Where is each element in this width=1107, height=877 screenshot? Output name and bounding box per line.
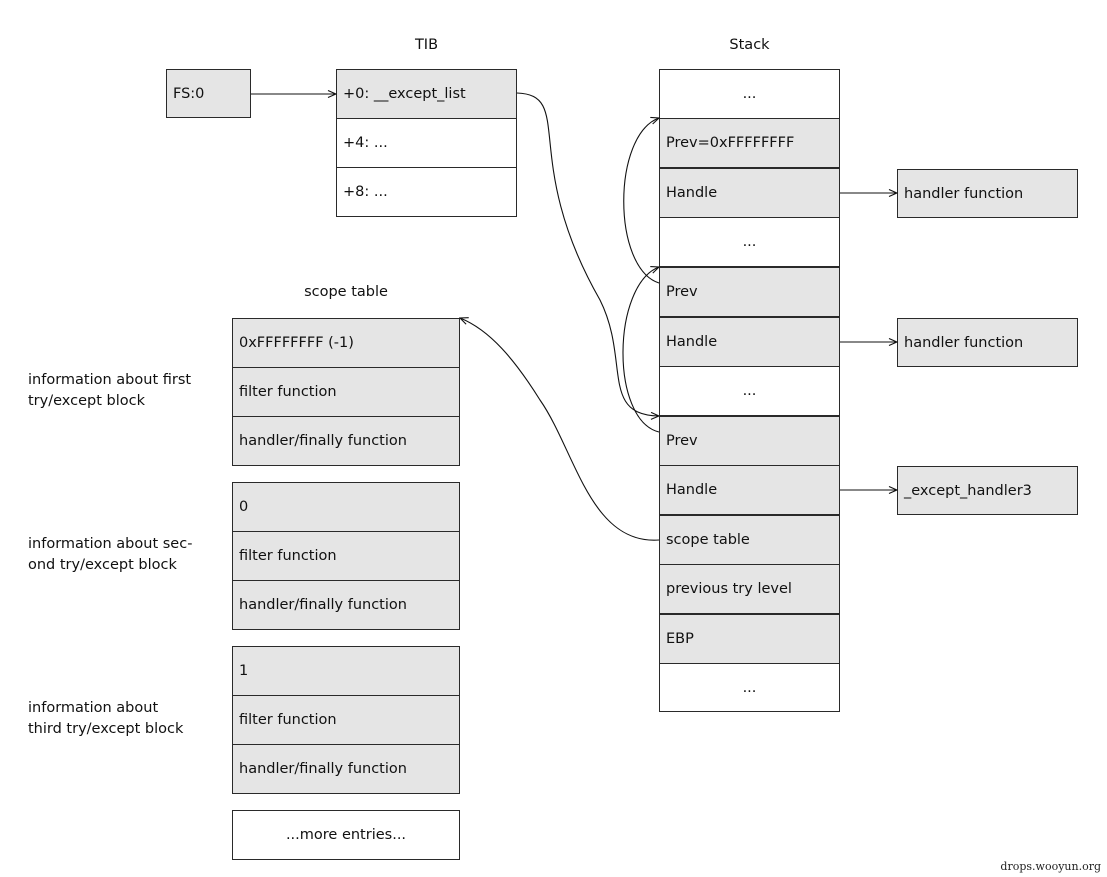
stack-row-label: scope table bbox=[666, 532, 750, 548]
stack-row-label: Prev bbox=[666, 433, 698, 449]
watermark: drops.wooyun.org bbox=[1000, 860, 1101, 873]
stack-row-label: Prev=0xFFFFFFFF bbox=[666, 135, 795, 151]
scope-row-try-level: 0xFFFFFFFF (-1) bbox=[232, 318, 460, 368]
label-line: ond try/except block bbox=[28, 557, 177, 573]
scope-row-filter: filter function bbox=[232, 695, 460, 745]
scope-row-label: 1 bbox=[239, 663, 249, 679]
scope-row-handler: handler/finally function bbox=[232, 744, 460, 794]
scope-group-label: information about third try/except block bbox=[28, 698, 183, 740]
stack-row-label: Handle bbox=[666, 482, 718, 498]
stack-row-label: previous try level bbox=[666, 581, 792, 597]
stack-row: Handle bbox=[659, 317, 840, 367]
stack-row: Prev bbox=[659, 267, 840, 317]
handler-label: handler function bbox=[904, 185, 1024, 202]
more-entries-box: ...more entries... bbox=[232, 810, 460, 860]
stack-row-label: ... bbox=[742, 86, 757, 102]
stack-row-label: Handle bbox=[666, 334, 718, 350]
tib-title: TIB bbox=[414, 37, 439, 53]
stack-title: Stack bbox=[729, 37, 770, 53]
scope-row-try-level: 0 bbox=[232, 482, 460, 532]
scope-row-filter: filter function bbox=[232, 367, 460, 417]
scope-table-title: scope table bbox=[304, 284, 388, 300]
stack-row-label: Prev bbox=[666, 284, 698, 300]
scope-row-filter: filter function bbox=[232, 531, 460, 581]
tib-row-8: +8: ... bbox=[336, 167, 517, 217]
handler-function-box: handler function bbox=[897, 169, 1078, 218]
arrow-scope-table-pointer bbox=[460, 318, 660, 541]
stack-row-label: ... bbox=[742, 234, 757, 250]
scope-group-label: information about first try/except block bbox=[28, 370, 191, 412]
arrow-except-list-to-prev bbox=[516, 92, 659, 416]
scope-row-label: handler/finally function bbox=[239, 433, 407, 449]
stack-row-label: ... bbox=[742, 679, 757, 696]
more-entries-label: ...more entries... bbox=[285, 827, 407, 843]
stack-row: Prev=0xFFFFFFFF bbox=[659, 118, 840, 168]
scope-row-label: filter function bbox=[239, 712, 337, 728]
stack-row: Handle bbox=[659, 465, 840, 515]
stack-row: ... bbox=[659, 217, 840, 267]
arrow-prev-chain-1 bbox=[623, 118, 659, 284]
label-line: information about first bbox=[28, 372, 192, 388]
tib-row-label: +0: __except_list bbox=[343, 86, 466, 102]
fs0-box: FS:0 bbox=[166, 69, 251, 118]
stack-row: previous try level bbox=[659, 564, 840, 614]
scope-row-label: 0xFFFFFFFF (-1) bbox=[239, 335, 354, 351]
tib-row-label: +4: ... bbox=[343, 135, 388, 151]
stack-row-label: ... bbox=[742, 383, 757, 399]
label-line: try/except block bbox=[28, 393, 145, 409]
scope-row-label: filter function bbox=[239, 384, 337, 400]
scope-row-handler: handler/finally function bbox=[232, 580, 460, 630]
label-line: third try/except block bbox=[28, 721, 184, 737]
scope-row-label: handler/finally function bbox=[239, 761, 407, 777]
handler-function-box: handler function bbox=[897, 318, 1078, 367]
stack-row: scope table bbox=[659, 515, 840, 565]
stack-row: Handle bbox=[659, 168, 840, 218]
stack-row: ... bbox=[659, 663, 840, 712]
scope-row-label: handler/finally function bbox=[239, 597, 407, 613]
stack-row: EBP bbox=[659, 614, 840, 664]
stack-row-label: Handle bbox=[666, 185, 718, 201]
fs0-label: FS:0 bbox=[173, 85, 205, 102]
handler-label: _except_handler3 bbox=[904, 482, 1032, 499]
scope-row-label: 0 bbox=[239, 499, 249, 515]
stack-row: Prev bbox=[659, 416, 840, 466]
stack-row-label: EBP bbox=[666, 631, 694, 647]
except-handler3-box: _except_handler3 bbox=[897, 466, 1078, 515]
tib-row-4: +4: ... bbox=[336, 118, 517, 168]
scope-group-label: information about sec- ond try/except bl… bbox=[28, 534, 192, 576]
tib-row-label: +8: ... bbox=[343, 184, 388, 200]
stack-row: ... bbox=[659, 69, 840, 119]
tib-row-0: +0: __except_list bbox=[336, 69, 517, 119]
arrow-prev-chain-2 bbox=[622, 267, 659, 433]
label-line: information about sec- bbox=[28, 536, 193, 552]
handler-label: handler function bbox=[904, 334, 1024, 351]
scope-row-handler: handler/finally function bbox=[232, 416, 460, 466]
scope-row-try-level: 1 bbox=[232, 646, 460, 696]
stack-row: ... bbox=[659, 366, 840, 416]
label-line: information about bbox=[28, 700, 159, 716]
scope-row-label: filter function bbox=[239, 548, 337, 564]
